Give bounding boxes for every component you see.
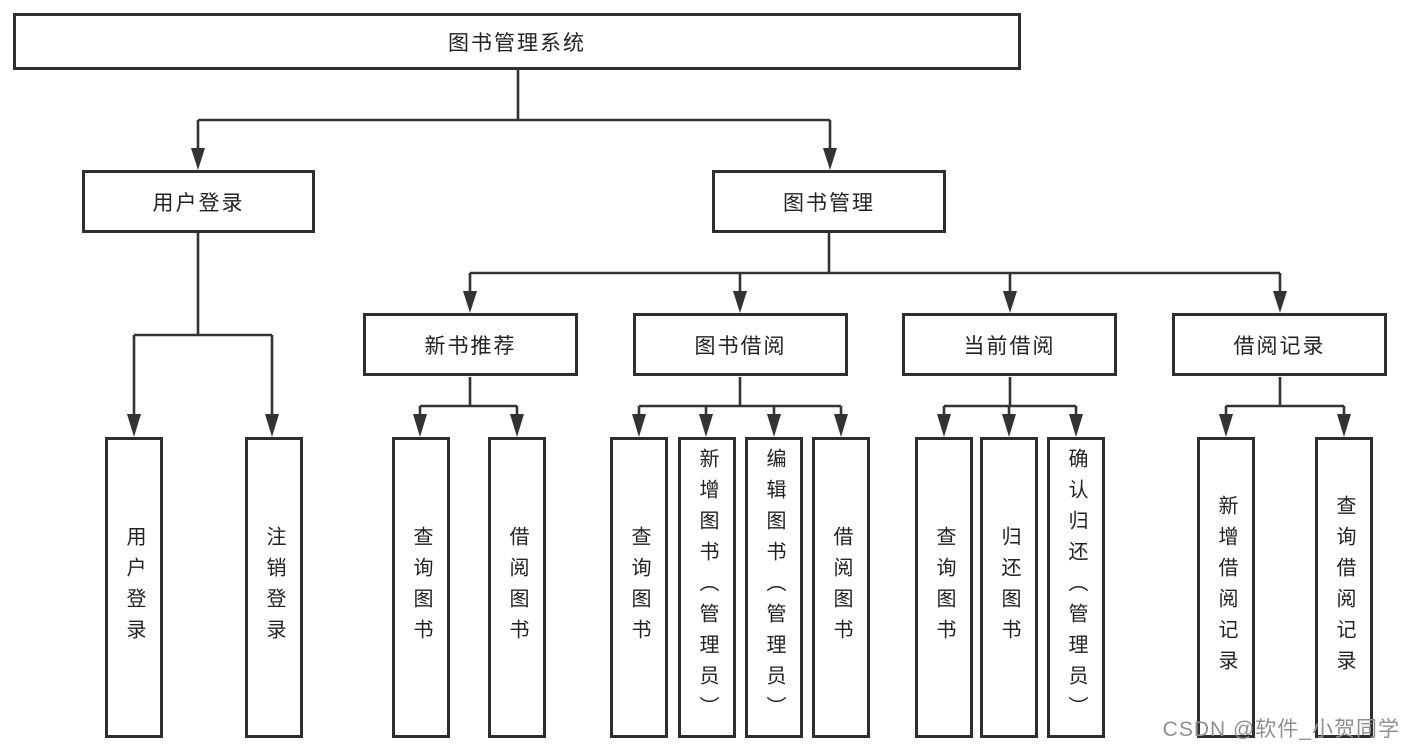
- leaf-recommend-query-books: 查询图书: [392, 437, 450, 738]
- node-book-borrow: 图书借阅: [633, 313, 848, 376]
- node-current-borrow: 当前借阅: [902, 313, 1117, 376]
- node-borrow-record: 借阅记录: [1172, 313, 1387, 376]
- leaf-borrow-query-books: 查询图书: [610, 437, 668, 738]
- leaf-current-query-books: 查询图书: [915, 437, 973, 738]
- leaf-record-query-borrow-record: 查询借阅记录: [1315, 437, 1373, 738]
- leaf-current-confirm-return-admin: 确认归还（管理员）: [1047, 437, 1105, 738]
- node-user-login: 用户登录: [82, 170, 315, 233]
- node-book-management: 图书管理: [712, 170, 946, 233]
- arrowheads: [127, 148, 1351, 437]
- leaf-borrow-add-books-admin: 新增图书（管理员）: [678, 437, 736, 738]
- node-new-book-recommend: 新书推荐: [363, 313, 578, 376]
- csdn-watermark: CSDN @软件_小贺同学: [1162, 718, 1400, 741]
- leaf-logout: 注销登录: [245, 437, 303, 738]
- leaf-record-add-borrow-record: 新增借阅记录: [1197, 437, 1255, 738]
- leaf-borrow-edit-books-admin: 编辑图书（管理员）: [745, 437, 803, 738]
- leaf-current-return-books: 归还图书: [980, 437, 1038, 738]
- leaf-borrow-borrow-books: 借阅图书: [812, 437, 870, 738]
- leaf-user-login: 用户登录: [105, 437, 163, 738]
- node-root-library-management-system: 图书管理系统: [13, 13, 1021, 70]
- leaf-recommend-borrow-books: 借阅图书: [488, 437, 546, 738]
